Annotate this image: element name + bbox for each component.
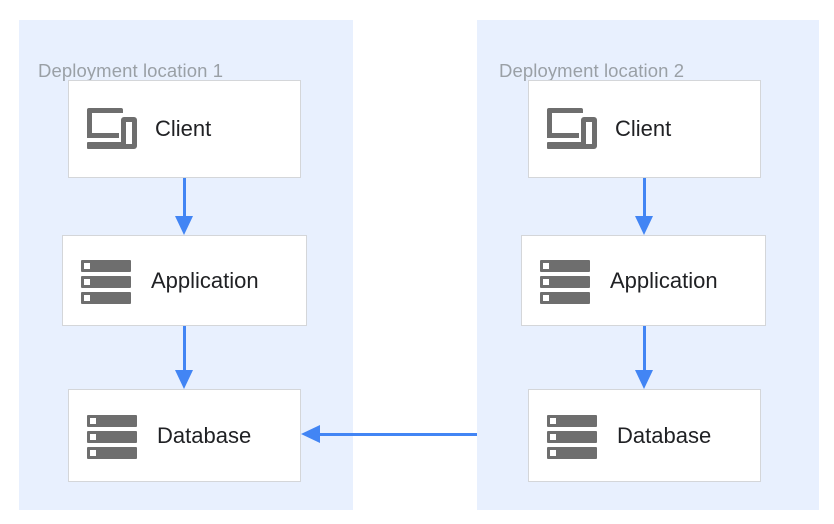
arrow-client-to-application-2 bbox=[635, 178, 653, 235]
client-devices-icon bbox=[87, 106, 137, 152]
node-application-2-label: Application bbox=[610, 267, 718, 293]
zone-2-label: Deployment location 2 bbox=[499, 60, 685, 81]
node-client-1[interactable]: Client bbox=[68, 80, 301, 178]
arrow-application-to-database-2 bbox=[635, 326, 653, 389]
node-client-2-label: Client bbox=[615, 116, 672, 141]
node-database-2[interactable]: Database bbox=[528, 389, 761, 482]
node-application-2[interactable]: Application bbox=[521, 235, 766, 326]
node-database-1[interactable]: Database bbox=[68, 389, 301, 482]
server-stack-icon bbox=[81, 255, 133, 307]
arrow-application-to-database-1 bbox=[175, 326, 193, 389]
server-stack-icon bbox=[87, 410, 139, 462]
zone-1-label: Deployment location 1 bbox=[38, 60, 224, 81]
node-application-1[interactable]: Application bbox=[62, 235, 307, 326]
node-application-1-label: Application bbox=[151, 267, 259, 293]
node-database-2-label: Database bbox=[617, 422, 712, 448]
server-stack-icon bbox=[547, 410, 599, 462]
server-stack-icon bbox=[540, 255, 592, 307]
arrow-client-to-application-1 bbox=[175, 178, 193, 235]
client-devices-icon bbox=[547, 106, 597, 152]
node-database-1-label: Database bbox=[157, 422, 252, 448]
node-client-1-label: Client bbox=[155, 116, 212, 141]
node-client-2[interactable]: Client bbox=[528, 80, 761, 178]
